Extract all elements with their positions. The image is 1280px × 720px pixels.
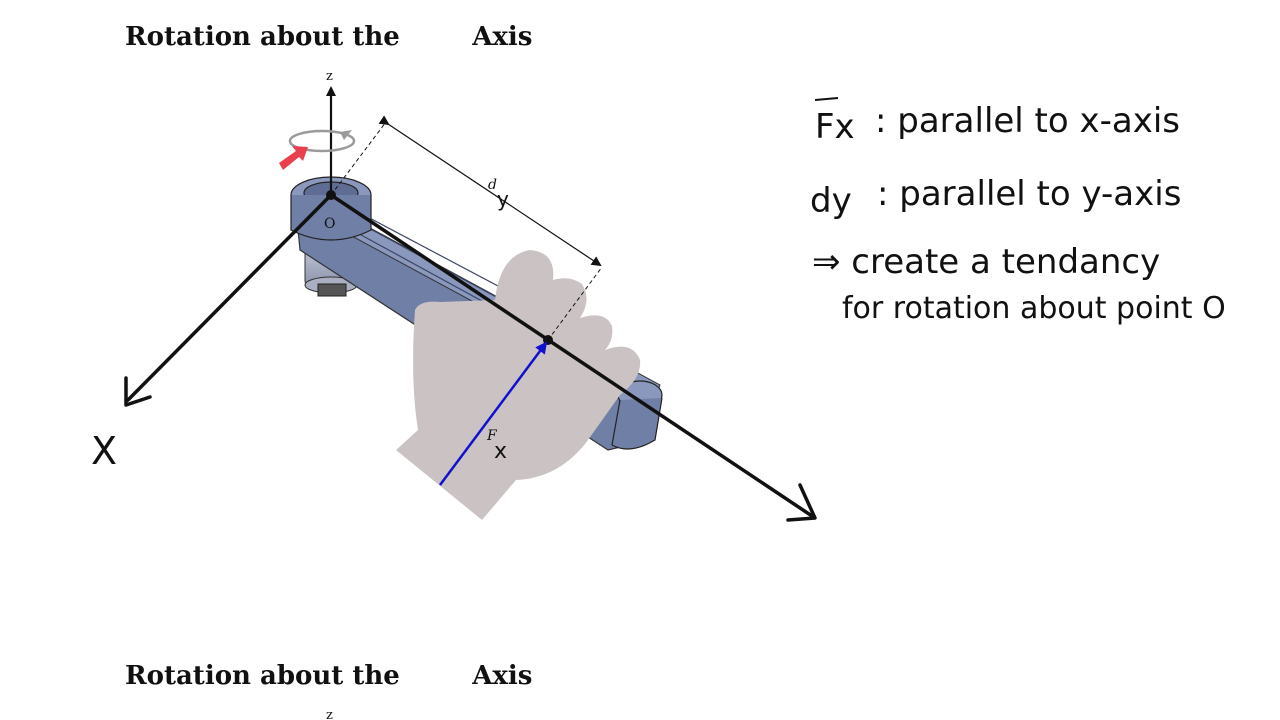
slide-title-top: Rotation about the Axis	[125, 22, 533, 52]
handwritten-notes: Fx : parallel to x-axis dy : parallel to…	[810, 97, 1226, 326]
force-label: F	[486, 428, 498, 444]
x-axis-label: X	[91, 429, 117, 473]
hand-silhouette	[396, 250, 641, 520]
note-line1-symbol: Fx	[815, 107, 855, 147]
force-label-subscript: x	[494, 439, 507, 464]
origin-label: O	[324, 216, 335, 232]
x-axis	[126, 193, 333, 402]
note-line2-symbol: dy	[810, 181, 852, 221]
note-line2-text: : parallel to y-axis	[877, 174, 1181, 214]
note-line1-text: : parallel to x-axis	[875, 101, 1180, 141]
distance-dimension	[330, 115, 603, 341]
note-line3-text: ⇒ create a tendancy	[812, 242, 1160, 282]
y-axis	[329, 193, 814, 518]
z-axis-label: z	[326, 69, 333, 84]
note-line4-text: for rotation about point O	[842, 291, 1226, 326]
slide-title-bottom: Rotation about the Axis	[125, 661, 533, 691]
distance-label-subscript: y	[497, 187, 509, 211]
rotation-indicator	[279, 129, 356, 170]
z-axis-label-bottom: z	[326, 708, 333, 720]
distance-label: d	[488, 177, 497, 193]
force-vector	[438, 341, 548, 486]
